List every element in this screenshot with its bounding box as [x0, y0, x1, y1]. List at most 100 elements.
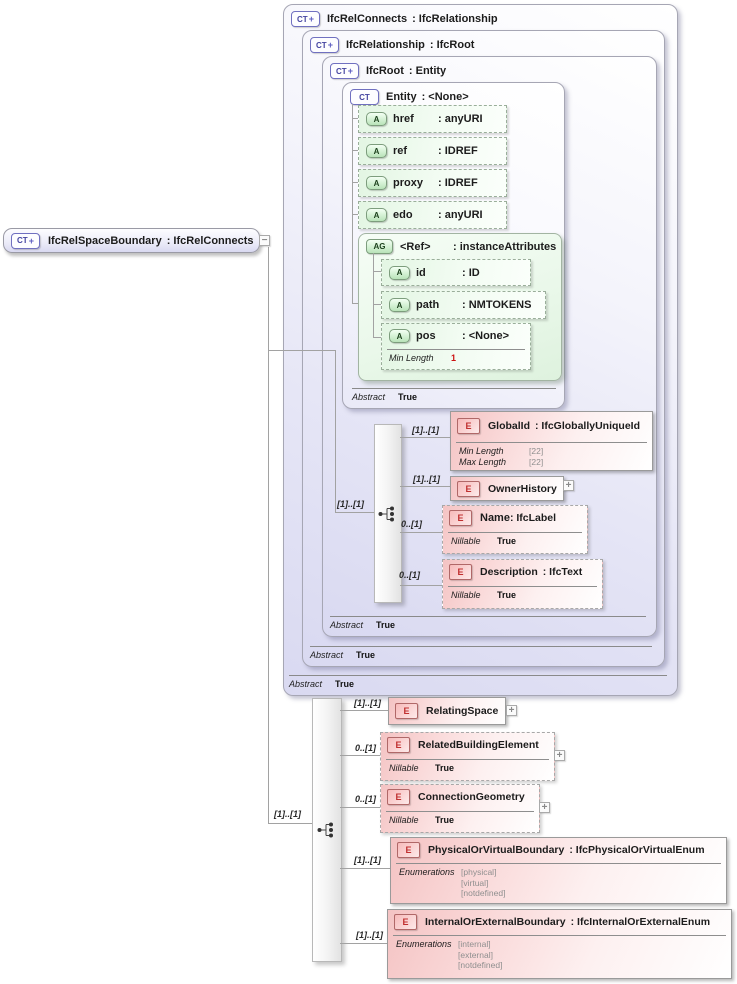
attribute-type: : anyURI: [438, 113, 483, 125]
derived-plus-icon: +: [308, 14, 314, 24]
facet-value: True: [497, 590, 517, 600]
facet-separator: [393, 935, 726, 936]
element-title: RelatingSpace: [426, 705, 499, 717]
connector-line: [352, 214, 359, 215]
length-facets: Min Length[22] Max Length[22]: [459, 446, 543, 467]
element-icon: E: [449, 564, 472, 580]
attribute-type: : <None>: [462, 330, 510, 342]
root-type-node[interactable]: CT+ IfcRelSpaceBoundary: IfcRelConnects: [3, 228, 260, 253]
facet-value: [22]: [529, 446, 544, 456]
root-node-title: IfcRelSpaceBoundary: IfcRelConnects: [48, 234, 254, 247]
element-title: GlobalId: IfcGloballyUniqueId: [488, 420, 641, 432]
enum-value: [internal]: [458, 939, 491, 949]
enum-value: [external]: [458, 949, 493, 960]
connector-line: [268, 247, 269, 823]
attribute-group-header: AG <Ref> : instanceAttributes: [366, 239, 556, 254]
facet-separator: [386, 811, 534, 812]
cardinality-label: [1]..[1]: [337, 499, 364, 509]
expand-toggle[interactable]: +: [539, 802, 550, 813]
connector-line: [373, 337, 381, 338]
facet-value: True: [497, 536, 517, 546]
cardinality-label: 0..[1]: [399, 570, 421, 580]
attribute-icon: A: [389, 298, 410, 312]
cardinality-label: [1]..[1]: [354, 698, 381, 708]
sequence-compositor[interactable]: [374, 424, 402, 603]
attribute-group-type: : instanceAttributes: [453, 240, 557, 253]
element-icon: E: [387, 789, 410, 805]
attribute-group-icon: AG: [366, 239, 393, 254]
element-globalid[interactable]: E GlobalId: IfcGloballyUniqueId Min Lengt…: [450, 411, 653, 471]
element-icon: E: [457, 480, 480, 497]
abstract-facet: Abstract True: [310, 646, 652, 660]
ct-icon-label: CT: [336, 66, 347, 76]
abstract-value: True: [335, 679, 355, 689]
facet-label: Min Length: [459, 446, 504, 456]
sequence-icon: [378, 506, 394, 521]
connector-line: [340, 710, 388, 711]
connector-line: [340, 943, 387, 944]
container-ifcroot-header: CT+ IfcRoot: Entity: [330, 63, 446, 79]
sequence-compositor[interactable]: [312, 698, 342, 962]
facet-label: Nillable: [451, 590, 481, 600]
attribute-name: pos: [416, 330, 436, 342]
enumerations-facet: Enumerations [internal] [external] [notd…: [396, 939, 502, 971]
ct-icon-label: CT: [17, 236, 28, 245]
sequence-icon: [317, 822, 333, 838]
expand-toggle[interactable]: +: [554, 750, 565, 761]
connector-line: [373, 271, 381, 272]
connector-line: [340, 868, 390, 869]
facet-label: Enumerations: [399, 867, 455, 877]
container-title: Entity: <None>: [386, 91, 469, 103]
element-title: Description: IfcText: [480, 566, 583, 578]
connector-line: [335, 512, 374, 513]
enum-value: [notdefined]: [458, 960, 503, 970]
element-icon: E: [457, 418, 480, 434]
cardinality-label: 0..[1]: [355, 743, 377, 753]
connector-line: [340, 755, 380, 756]
element-description[interactable]: E Description: IfcText Nillable True: [442, 559, 603, 609]
abstract-facet: Abstract True: [352, 388, 556, 402]
connector-line: [352, 150, 359, 151]
collapse-toggle[interactable]: −: [259, 235, 270, 246]
complex-type-icon: CT+: [291, 11, 320, 27]
abstract-label: Abstract: [330, 620, 364, 630]
expand-toggle[interactable]: +: [563, 480, 574, 491]
facet-value: True: [435, 763, 455, 773]
complex-type-icon: CT: [350, 89, 379, 105]
attribute-type: : anyURI: [438, 209, 483, 221]
container-title: IfcRoot: Entity: [366, 65, 447, 77]
expand-toggle[interactable]: +: [506, 705, 517, 716]
attribute-name: path: [416, 299, 440, 311]
attribute-icon: A: [366, 208, 387, 222]
connector-line: [400, 437, 450, 438]
element-icon: E: [387, 737, 410, 753]
connector-line: [352, 104, 353, 303]
abstract-facet: Abstract True: [330, 616, 646, 630]
enum-value: [virtual]: [461, 877, 489, 888]
abstract-facet: Abstract True: [289, 675, 667, 689]
connector-line: [400, 486, 450, 487]
container-title: IfcRelConnects: IfcRelationship: [327, 13, 498, 25]
ct-icon-label: CT: [297, 14, 308, 24]
attribute-icon: A: [366, 112, 387, 126]
container-title: IfcRelationship: IfcRoot: [346, 39, 475, 51]
cardinality-label: [1]..[1]: [354, 855, 381, 865]
element-icon: E: [394, 914, 417, 930]
facet-separator: [396, 863, 721, 864]
